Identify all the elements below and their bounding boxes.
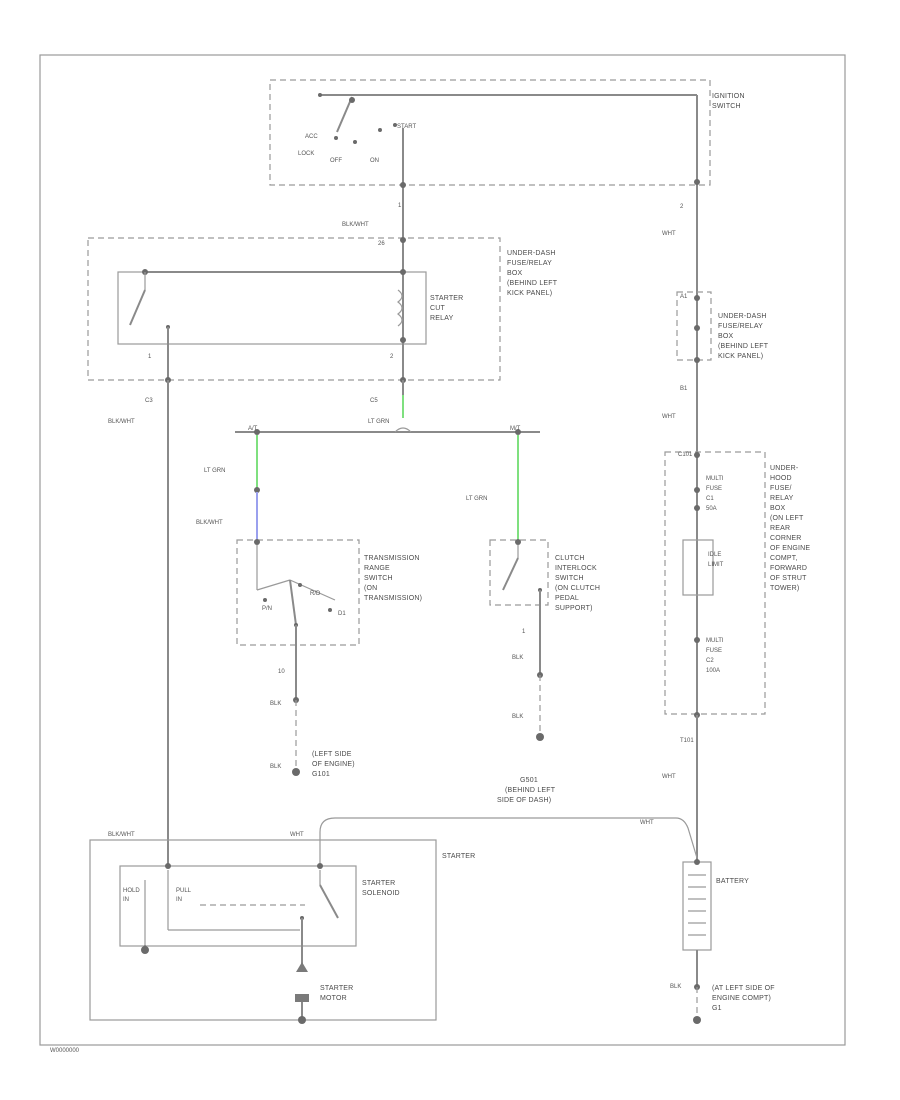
wire-to-battery: WHT [319,715,698,868]
fb2-wire: WHT [662,414,676,420]
battery-label: BATTERY [716,878,749,885]
uh-wire: WHT [662,774,676,780]
relay-pin-2: 2 [390,354,394,360]
splice-mt: M/T [510,426,521,432]
lt-grn-branch: A/T M/T [235,426,540,435]
starter-label: STARTER [442,853,475,860]
trs-pos-pn: P/N [262,606,272,612]
fb2-pin-b1: B1 [680,386,688,392]
cis-pin: 1 [522,629,526,635]
footer-code: W0000000 [50,1048,80,1054]
ign-pos-off: OFF [330,158,342,164]
starter-wire-left: BLK/WHT [108,832,135,838]
uh-pin-c101: C101 [678,452,693,458]
uh-pin-t101: T101 [680,738,694,744]
ign-pos-start: START [397,124,416,130]
trs-wire-in-1: LT GRN [204,468,225,474]
relay-pin-1: 1 [148,354,152,360]
ign-pos-lock: LOCK [298,151,314,157]
wire-ignition-to-fusebox: 2 WHT [662,179,700,300]
trs-pos-d1: D1 [338,611,346,617]
splice-at: A/T [248,426,258,432]
trs-wire-out: BLK [270,701,281,707]
ign-wire-1: BLK/WHT [342,222,369,228]
ign-pin-1: 1 [398,203,402,209]
relay-outputs: C3 BLK/WHT C5 LT GRN [108,377,406,425]
relay-pin-c3: C3 [145,398,153,404]
fb2-pin-a1: A1 [680,294,688,300]
relay-pin-c5: C5 [370,398,378,404]
wire-ignition-to-relay: 1 BLK/WHT [342,182,406,238]
ign-wire-2: WHT [662,231,676,237]
starter-wire-right: WHT [290,832,304,838]
trs-pin: 10 [278,669,285,675]
battery-wire-top: WHT [640,820,654,826]
trs-wire-in-2: BLK/WHT [196,520,223,526]
relay-pin-26: 26 [378,241,385,247]
ign-pos-acc: ACC [305,134,318,140]
trs-pos-rd: R/D [310,591,321,597]
cis-wire-in: LT GRN [466,496,487,502]
ign-pin-2: 2 [680,204,684,210]
cis-wire-out: BLK [512,655,523,661]
diagram-frame [39,54,846,1046]
relay-wire-right: LT GRN [368,419,389,425]
battery-wire-bottom: BLK [670,984,681,990]
ign-pos-on: ON [370,158,379,164]
relay-wire-left: BLK/WHT [108,419,135,425]
trs-ground-wire: BLK [270,764,281,770]
cis-ground-wire: BLK [512,714,523,720]
